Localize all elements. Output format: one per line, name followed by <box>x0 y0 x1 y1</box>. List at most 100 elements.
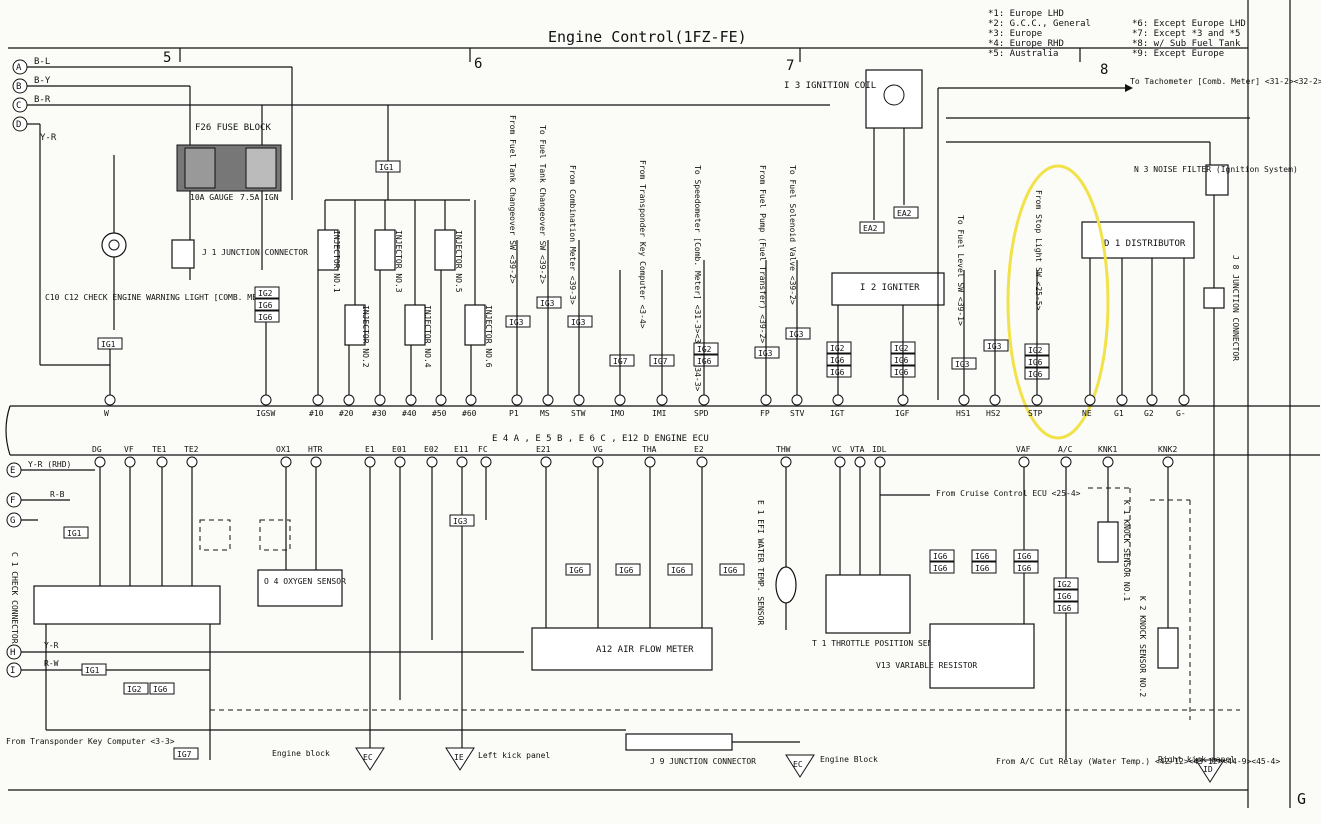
svg-text:IG6: IG6 <box>830 368 845 377</box>
svg-text:IG3: IG3 <box>540 299 555 308</box>
pin-e21: E21 <box>536 445 551 454</box>
svg-text:IG2: IG2 <box>127 685 142 694</box>
distributor-label: D 1 DISTRIBUTOR <box>1104 239 1186 249</box>
svg-text:B: B <box>16 82 21 92</box>
pin-fc: FC <box>478 445 488 454</box>
note-5: *5: Australia <box>988 49 1058 59</box>
knock1-label: K 1 KNOCK SENSOR NO.1 <box>1122 500 1131 601</box>
svg-text:IG6: IG6 <box>975 552 990 561</box>
svg-text:IG6: IG6 <box>1017 552 1032 561</box>
pin-stw: STW <box>571 409 586 418</box>
junction-j8-label: J 8 JUNCTION CONNECTOR <box>1231 255 1240 361</box>
svg-text:IG6: IG6 <box>975 564 990 573</box>
pin-30: #30 <box>372 409 387 418</box>
svg-text:IG6: IG6 <box>619 566 634 575</box>
ig-connectors-middle: IG3 IG3 IG3 IG7 IG7 IG2 IG6 IG3 IG3 IG2 … <box>505 296 1050 380</box>
ecu-top-pins: W IGSW #10 #20 #30 #40 #50 #60 P1 MS STW… <box>104 409 1186 418</box>
svg-text:IG7: IG7 <box>177 750 192 759</box>
svg-text:ID: ID <box>1203 765 1213 774</box>
pin-c-wire: B-R <box>34 95 51 105</box>
pin-d-wire: Y-R <box>40 133 57 143</box>
left-pins-bottom: E F G H I Y-R (RHD) R-B Y-R R-W <box>6 460 524 678</box>
svg-text:IG6: IG6 <box>894 356 909 365</box>
injector-2: INJECTOR NO.2 <box>361 305 370 368</box>
notes-legend: *1: Europe LHD *2: G.C.C., General *3: E… <box>988 9 1246 59</box>
check-connector-label: C 1 CHECK CONNECTOR <box>10 552 19 644</box>
label-from-fuel-pump: From Fuel Pump (Fuel Transfer) <39-2> <box>758 165 767 343</box>
pin-ac: A/C <box>1058 445 1073 454</box>
pin-g2: G2 <box>1144 409 1154 418</box>
igniter-label: I 2 IGNITER <box>860 283 920 293</box>
air-flow-meter-label: A12 AIR FLOW METER <box>596 645 694 655</box>
grounds: EC Engine block IE Left kick panel EC En… <box>272 747 1235 783</box>
ground-wires: IG3 <box>369 467 487 748</box>
noise-filter-label: N 3 NOISE FILTER (Ignition System) <box>1134 165 1298 174</box>
pin-a-wire: B-L <box>34 57 50 67</box>
pin-h-wire: Y-R <box>44 641 59 650</box>
injectors: INJECTOR NO.1 INJECTOR NO.2 INJECTOR NO.… <box>317 172 493 368</box>
svg-text:IG6: IG6 <box>153 685 168 694</box>
svg-text:IG3: IG3 <box>453 517 468 526</box>
section-6: 6 <box>474 56 482 72</box>
pin-g1: G1 <box>1114 409 1124 418</box>
svg-text:IG3: IG3 <box>509 318 524 327</box>
pin-e-wire: Y-R (RHD) <box>28 460 71 469</box>
svg-text:C: C <box>16 101 21 111</box>
pin-ne: NE <box>1082 409 1092 418</box>
pin-idl: IDL <box>872 445 887 454</box>
fuse-block-label: F26 FUSE BLOCK <box>195 123 271 133</box>
svg-text:IG1: IG1 <box>85 666 100 675</box>
pin-hs2: HS2 <box>986 409 1001 418</box>
pin-e1: E1 <box>365 445 375 454</box>
svg-text:A: A <box>16 63 22 73</box>
note-8: *8: w/ Sub Fuel Tank <box>1132 39 1241 49</box>
svg-text:D: D <box>16 120 21 130</box>
junction-j8: J 8 JUNCTION CONNECTOR <box>1203 195 1240 760</box>
pin-20: #20 <box>339 409 354 418</box>
pin-e2: E2 <box>694 445 704 454</box>
oxygen-sensor-label: O 4 OXYGEN SENSOR <box>264 577 346 586</box>
left-kick-label: Left kick panel <box>478 751 550 760</box>
svg-text:IG7: IG7 <box>653 357 668 366</box>
pin-te2: TE2 <box>184 445 199 454</box>
note-3: *3: Europe <box>988 29 1042 39</box>
svg-text:IG3: IG3 <box>955 360 970 369</box>
pin-e02: E02 <box>424 445 439 454</box>
note-6: *6: Except Europe LHD <box>1132 19 1246 29</box>
injector-6: INJECTOR NO.6 <box>484 305 493 368</box>
label-to-fuel-solenoid: To Fuel Solenoid Valve <39-2> <box>788 165 797 305</box>
svg-text:H: H <box>10 648 15 658</box>
svg-text:IE: IE <box>454 753 464 762</box>
note-9: *9: Except Europe <box>1132 49 1224 59</box>
pin-tha: THA <box>642 445 657 454</box>
pin-60: #60 <box>462 409 477 418</box>
svg-text:IG3: IG3 <box>789 330 804 339</box>
svg-text:IG6: IG6 <box>894 368 909 377</box>
svg-text:IG2: IG2 <box>1028 346 1043 355</box>
throttle-position-sensor: T 1 THROTTLE POSITION SENSOR From Cruise… <box>812 467 1081 648</box>
note-7: *7: Except *3 and *5 <box>1132 29 1240 39</box>
svg-text:E: E <box>10 466 15 476</box>
highlight-stop-light-circuit <box>1006 164 1110 440</box>
from-cruise-label: From Cruise Control ECU <25-4> <box>936 489 1081 498</box>
from-ac-label: From A/C Cut Relay (Water Temp.) <42-12>… <box>996 757 1280 766</box>
pin-vta: VTA <box>850 445 865 454</box>
junction-j9-label: J 9 JUNCTION CONNECTOR <box>650 757 756 766</box>
variable-resistor-label: V13 VARIABLE RESISTOR <box>876 661 977 670</box>
noise-filter: N 3 NOISE FILTER (Ignition System) <box>946 117 1298 196</box>
throttle-label: T 1 THROTTLE POSITION SENSOR <box>812 639 947 648</box>
svg-text:IG1: IG1 <box>101 340 116 349</box>
ig-connectors-left: IG2 IG6 IG6 IG1 IG1 <box>97 105 401 350</box>
injector-5: INJECTOR NO.5 <box>454 230 463 293</box>
engine-block2-label: Engine Block <box>820 755 878 764</box>
svg-text:IG6: IG6 <box>1057 592 1072 601</box>
diagram-title: Engine Control(1FZ-FE) <box>548 28 747 46</box>
pin-10: #10 <box>309 409 324 418</box>
svg-text:IG6: IG6 <box>1028 370 1043 379</box>
svg-text:IG1: IG1 <box>67 529 82 538</box>
pin-i-wire: R-W <box>44 659 59 668</box>
pin-40: #40 <box>402 409 417 418</box>
pin-f-wire: R-B <box>50 490 65 499</box>
pin-imi: IMI <box>652 409 667 418</box>
check-engine-label: C10 C12 CHECK ENGINE WARNING LIGHT [COMB… <box>45 293 276 302</box>
